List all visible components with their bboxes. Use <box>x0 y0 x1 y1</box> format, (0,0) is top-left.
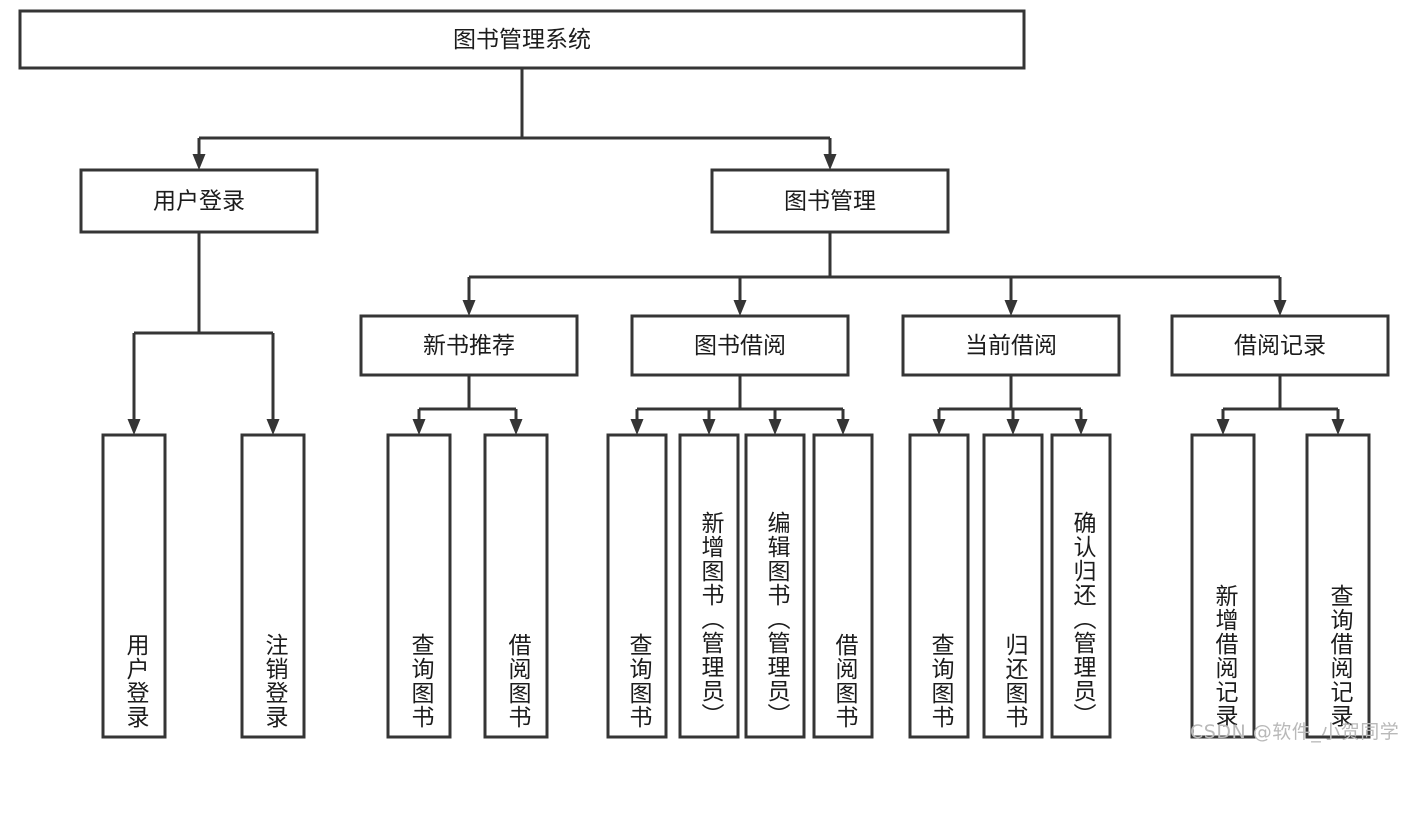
node-box-root[interactable] <box>18 9 1026 70</box>
arrow-head-icon <box>702 419 716 435</box>
node-box-layer <box>18 9 1390 739</box>
node-label-current-borrow: 当前借阅 <box>965 333 1057 359</box>
arrow-head-icon <box>412 419 426 435</box>
arrow-head-icon <box>823 154 837 170</box>
arrow-head-icon <box>266 419 280 435</box>
arrow-head-icon <box>1004 300 1018 316</box>
node-box-leaf-query-book-recommend[interactable] <box>386 433 452 739</box>
arrow-head-icon <box>1331 419 1345 435</box>
node-box-leaf-return-book[interactable] <box>982 433 1044 739</box>
node-box-user-login[interactable] <box>79 168 319 234</box>
node-label-user-login: 用户登录 <box>153 189 245 215</box>
arrow-head-icon <box>1006 419 1020 435</box>
watermark-text: CSDN @软件_小贺同学 <box>1190 721 1400 743</box>
arrow-head-icon <box>1216 419 1230 435</box>
node-box-book-management[interactable] <box>710 168 950 234</box>
node-box-leaf-add-borrow-record[interactable] <box>1190 433 1256 739</box>
node-label-new-book-recommend: 新书推荐 <box>423 333 515 359</box>
arrow-head-icon <box>932 419 946 435</box>
arrow-head-icon <box>1074 419 1088 435</box>
node-box-book-borrow[interactable] <box>630 314 850 377</box>
arrow-head-icon <box>127 419 141 435</box>
node-label-borrow-record: 借阅记录 <box>1234 333 1326 359</box>
node-box-leaf-user-login[interactable] <box>101 433 167 739</box>
node-box-current-borrow[interactable] <box>901 314 1121 377</box>
arrow-head-icon <box>733 300 747 316</box>
node-box-leaf-add-book[interactable] <box>678 433 740 739</box>
arrow-head-icon <box>462 300 476 316</box>
diagram-canvas: 图书管理系统用户登录图书管理新书推荐图书借阅当前借阅借阅记录 用户登录注销登录查… <box>18 9 1400 743</box>
node-box-leaf-query-book-borrow[interactable] <box>606 433 668 739</box>
node-box-leaf-confirm-return[interactable] <box>1050 433 1112 739</box>
arrow-head-icon <box>768 419 782 435</box>
arrow-head-icon <box>509 419 523 435</box>
node-box-leaf-query-book-current[interactable] <box>908 433 970 739</box>
node-box-leaf-query-borrow-record[interactable] <box>1305 433 1371 739</box>
node-box-borrow-record[interactable] <box>1170 314 1390 377</box>
arrow-head-icon <box>836 419 850 435</box>
node-box-new-book-recommend[interactable] <box>359 314 579 377</box>
connector-layer <box>127 68 1345 435</box>
node-box-leaf-logout[interactable] <box>240 433 306 739</box>
node-label-book-borrow: 图书借阅 <box>694 333 786 359</box>
arrow-head-icon <box>192 154 206 170</box>
arrow-head-icon <box>630 419 644 435</box>
node-label-root: 图书管理系统 <box>453 27 591 53</box>
node-box-leaf-borrow-book[interactable] <box>812 433 874 739</box>
arrow-head-icon <box>1273 300 1287 316</box>
node-box-leaf-borrow-book-recommend[interactable] <box>483 433 549 739</box>
node-box-leaf-edit-book[interactable] <box>744 433 806 739</box>
node-label-book-management: 图书管理 <box>784 189 876 215</box>
